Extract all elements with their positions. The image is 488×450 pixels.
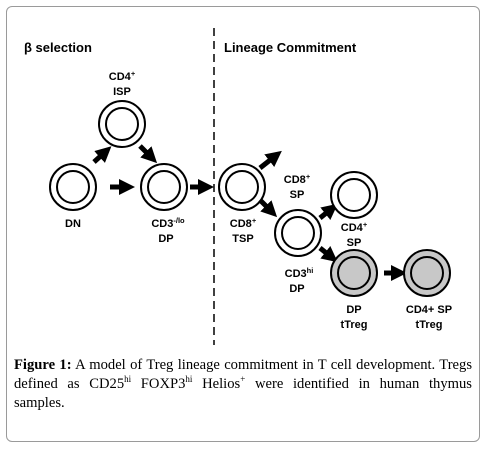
cell-cd3hi-dp — [274, 209, 322, 257]
cell-cd4-sp-ttreg — [403, 249, 451, 297]
cell-isp — [98, 100, 146, 148]
label-isp-marker: CD4+ — [109, 69, 136, 83]
label-dptreg-line2: tTreg — [341, 319, 368, 331]
caption-label: Figure 1: — [14, 357, 72, 373]
caption-sup-3: + — [240, 374, 246, 385]
label-tsp-marker: CD8+ — [230, 216, 257, 230]
label-isp-stage: ISP — [113, 86, 131, 98]
label-cd3hidp-marker: CD3hi — [285, 266, 314, 280]
caption-text-1: A model of Treg lineage commitment in T … — [14, 357, 473, 392]
caption-text-2: FOXP3 — [131, 376, 186, 392]
cell-cd4-sp — [330, 171, 378, 219]
label-dptreg-line1: DP — [346, 304, 361, 316]
label-cd3hidp-stage: DP — [289, 283, 304, 295]
label-dn: DN — [65, 218, 81, 230]
label-cd4sptreg-line2: tTreg — [416, 319, 443, 331]
cell-tsp — [218, 163, 266, 211]
arrows — [92, 144, 407, 281]
section-title-lineage-commitment: Lineage Commitment — [224, 40, 357, 55]
cells — [49, 100, 451, 297]
cell-dp-ttreg — [330, 249, 378, 297]
figure-frame — [6, 6, 480, 442]
arrow-tsp-to-cd3hidp — [258, 198, 278, 218]
arrow-cd3hidp-to-cd4sp — [318, 203, 338, 220]
label-tsp-stage: TSP — [232, 233, 253, 245]
figure-caption: Figure 1: A model of Treg lineage commit… — [14, 356, 472, 413]
cell-dn — [49, 163, 97, 211]
label-cd4sp-marker: CD4+ — [341, 220, 368, 234]
arrow-cd3hidp-to-dptreg — [318, 246, 338, 263]
label-cd8sp-marker: CD8+ — [284, 172, 311, 186]
label-dp-marker: CD3-/lo — [151, 216, 185, 230]
label-cd4sp-stage: SP — [347, 237, 362, 249]
caption-text-3: Helios — [192, 376, 241, 392]
caption-sup-2: hi — [185, 374, 193, 385]
caption-sup-1: hi — [124, 374, 132, 385]
section-title-beta-selection: β selection — [24, 40, 92, 55]
label-dp-stage: DP — [158, 233, 173, 245]
label-cd4sptreg-line1: CD4+ SP — [406, 304, 452, 316]
arrow-tsp-to-cd8sp — [258, 150, 282, 170]
arrow-dn-to-isp — [92, 146, 112, 164]
cell-dp — [140, 163, 188, 211]
caption-text-4: were identified in human thymus samples. — [14, 376, 472, 411]
label-cd8sp-stage: SP — [290, 189, 305, 201]
arrow-isp-to-dp — [138, 144, 158, 164]
